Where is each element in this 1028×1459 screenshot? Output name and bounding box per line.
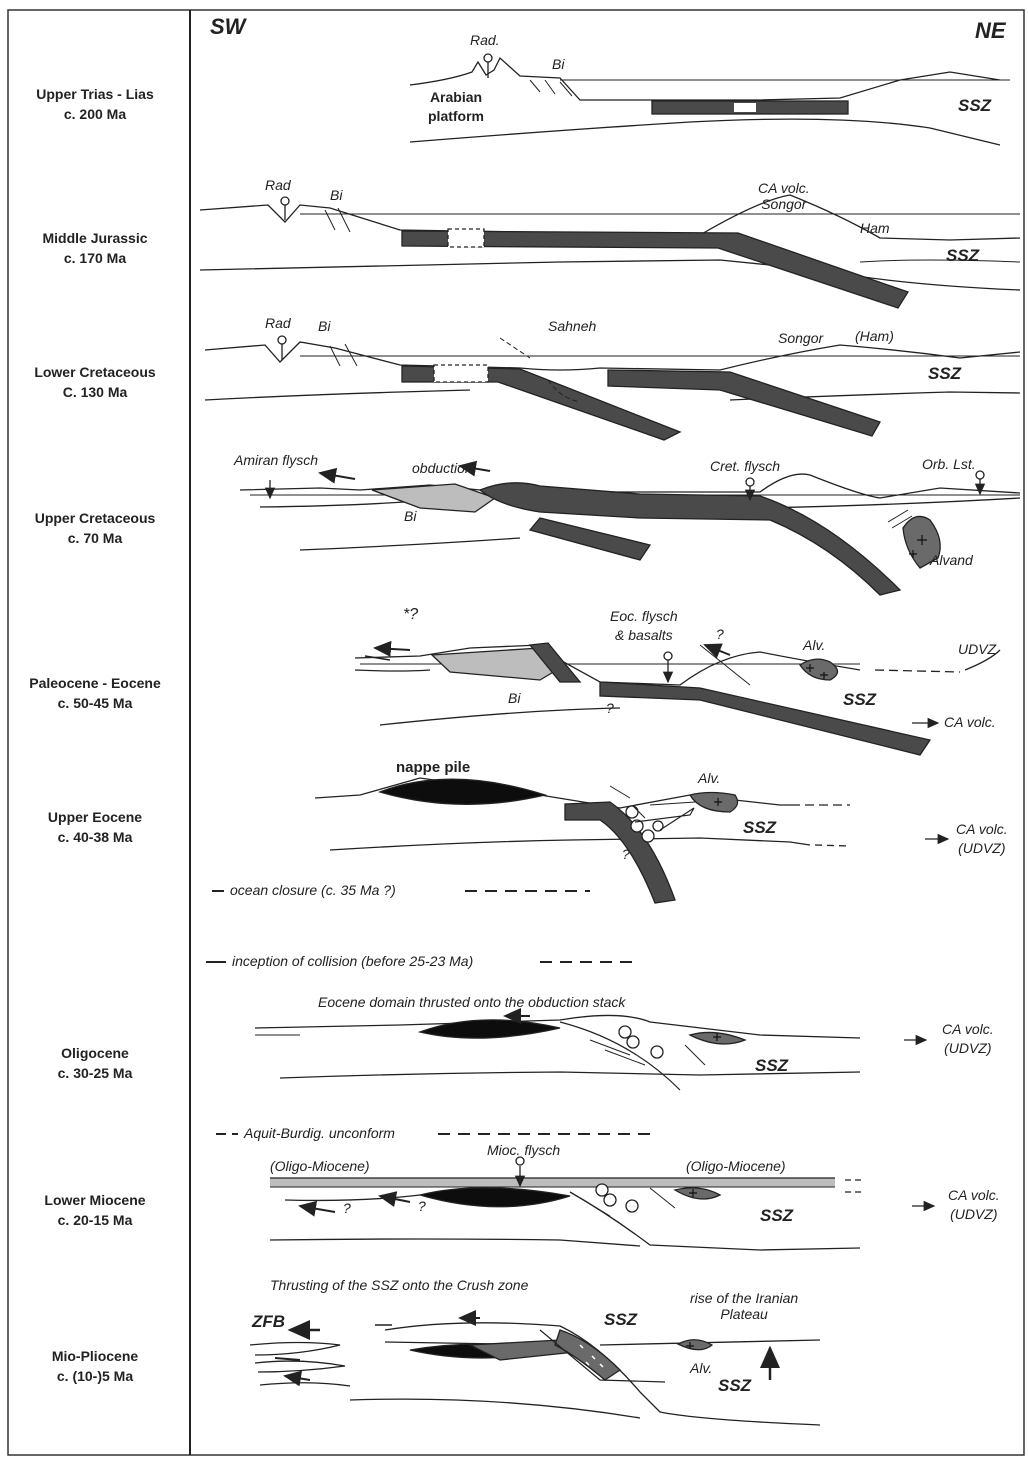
stage-upper-trias-lias: Upper Trias - Lias c. 200 Ma xyxy=(0,84,190,124)
label-bi: Bi xyxy=(404,508,416,524)
section-mio-pliocene xyxy=(250,1318,820,1425)
stage-name: Paleocene - Eocene xyxy=(0,673,190,693)
label-thrusting-ssz: Thrusting of the SSZ onto the Crush zone xyxy=(270,1277,528,1293)
label-ssz: SSZ xyxy=(743,818,776,838)
label-nappe-pile: nappe pile xyxy=(396,759,470,776)
label-ssz: SSZ xyxy=(760,1206,793,1226)
stage-name: Upper Eocene xyxy=(0,807,190,827)
label-ssz: SSZ xyxy=(928,364,961,384)
label-ssz: SSZ xyxy=(718,1376,751,1396)
label-oligo-miocene-right: (Oligo-Miocene) xyxy=(686,1158,786,1174)
stage-lower-cretaceous: Lower Cretaceous C. 130 Ma xyxy=(0,362,190,402)
stage-age: c. 50-45 Ma xyxy=(0,693,190,713)
header-sw-label: SW xyxy=(210,14,245,40)
stage-age: c. 170 Ma xyxy=(0,248,190,268)
label-ca-volc-udvz: CA volc. (UDVZ) xyxy=(948,1186,1000,1224)
label-eoc-flysch-basalts: Eoc. flysch & basalts xyxy=(610,607,678,645)
section-paleocene-eocene xyxy=(355,643,1000,755)
section-middle-jurassic xyxy=(200,195,1020,308)
label-rad: Rad xyxy=(265,315,291,331)
stage-paleocene-eocene: Paleocene - Eocene c. 50-45 Ma xyxy=(0,673,190,713)
stage-age: c. 40-38 Ma xyxy=(0,827,190,847)
label-amiran-flysch: Amiran flysch xyxy=(234,452,318,468)
stage-name: Middle Jurassic xyxy=(0,228,190,248)
label-ham: Ham xyxy=(860,220,890,236)
label-bi: Bi xyxy=(552,56,564,72)
label-zfb: ZFB xyxy=(252,1312,285,1332)
label-inception-of-collision: inception of collision (before 25-23 Ma) xyxy=(232,953,473,969)
stage-oligocene: Oligocene c. 30-25 Ma xyxy=(0,1043,190,1083)
label-udvz: UDVZ xyxy=(958,641,996,657)
header-ne-label: NE xyxy=(975,18,1006,44)
label-alv: Alv. xyxy=(690,1360,712,1376)
label-ssz: SSZ xyxy=(755,1056,788,1076)
label-rad: Rad xyxy=(265,177,291,193)
label-rise-iranian-plateau: rise of the Iranian Plateau xyxy=(690,1290,798,1322)
label-ca-volc-udvz: CA volc. (UDVZ) xyxy=(956,820,1008,858)
label-arabian-platform: Arabian platform xyxy=(428,88,484,126)
label-eocene-domain-thrusted: Eocene domain thrusted onto the obductio… xyxy=(318,994,625,1010)
section-upper-trias-lias xyxy=(410,54,1010,145)
section-upper-eocene xyxy=(315,778,948,903)
label-ocean-closure: ocean closure (c. 35 Ma ?) xyxy=(230,882,396,898)
label-oligo-miocene-left: (Oligo-Miocene) xyxy=(270,1158,370,1174)
label-star-question: *? xyxy=(403,606,418,624)
label-ca-volc-songor: CA volc. Songor xyxy=(758,180,810,212)
stage-age: C. 130 Ma xyxy=(0,382,190,402)
stage-age: c. (10-)5 Ma xyxy=(0,1366,190,1386)
label-question: ? xyxy=(622,846,630,862)
label-question: ? xyxy=(418,1198,426,1214)
label-obduction: obduction xyxy=(412,460,473,476)
label-ssz: SSZ xyxy=(843,690,876,710)
label-bi: Bi xyxy=(330,187,342,203)
label-alvand: Alvand xyxy=(930,552,973,568)
label-bi: Bi xyxy=(508,690,520,706)
stage-name: Upper Cretaceous xyxy=(0,508,190,528)
label-alv: Alv. xyxy=(698,770,720,786)
label-question: ? xyxy=(606,700,614,716)
stage-name: Lower Miocene xyxy=(0,1190,190,1210)
label-cret-flysch: Cret. flysch xyxy=(710,458,780,474)
label-ssz: SSZ xyxy=(604,1310,637,1330)
stage-middle-jurassic: Middle Jurassic c. 170 Ma xyxy=(0,228,190,268)
label-ca-volc-udvz: CA volc. (UDVZ) xyxy=(942,1020,994,1058)
section-lower-cretaceous xyxy=(205,336,1020,440)
label-question: ? xyxy=(343,1200,351,1216)
stage-lower-miocene: Lower Miocene c. 20-15 Ma xyxy=(0,1190,190,1230)
section-oligocene xyxy=(255,1015,926,1090)
stage-age: c. 20-15 Ma xyxy=(0,1210,190,1230)
label-alv: Alv. xyxy=(803,637,825,653)
section-upper-cretaceous xyxy=(240,466,1020,595)
stage-upper-cretaceous: Upper Cretaceous c. 70 Ma xyxy=(0,508,190,548)
label-aquit-burdig-unconform: Aquit-Burdig. unconform xyxy=(244,1125,395,1141)
stage-upper-eocene: Upper Eocene c. 40-38 Ma xyxy=(0,807,190,847)
label-rad: Rad. xyxy=(470,32,500,48)
label-ssz: SSZ xyxy=(946,246,979,266)
label-ham: (Ham) xyxy=(855,328,894,344)
label-ssz: SSZ xyxy=(958,96,991,116)
event-dash-lines xyxy=(206,891,650,1134)
stage-name: Upper Trias - Lias xyxy=(0,84,190,104)
section-lower-miocene xyxy=(270,1157,934,1250)
label-orb-lst: Orb. Lst. xyxy=(922,456,976,472)
label-mioc-flysch: Mioc. flysch xyxy=(487,1142,560,1158)
label-question: ? xyxy=(716,626,724,642)
stage-name: Lower Cretaceous xyxy=(0,362,190,382)
stage-name: Mio-Pliocene xyxy=(0,1346,190,1366)
stage-name: Oligocene xyxy=(0,1043,190,1063)
stage-age: c. 30-25 Ma xyxy=(0,1063,190,1083)
stage-age: c. 70 Ma xyxy=(0,528,190,548)
label-bi: Bi xyxy=(318,318,330,334)
stage-age: c. 200 Ma xyxy=(0,104,190,124)
label-songor: Songor xyxy=(778,330,823,346)
label-ca-volc: CA volc. xyxy=(944,714,996,730)
stage-mio-pliocene: Mio-Pliocene c. (10-)5 Ma xyxy=(0,1346,190,1386)
label-sahneh: Sahneh xyxy=(548,318,596,334)
